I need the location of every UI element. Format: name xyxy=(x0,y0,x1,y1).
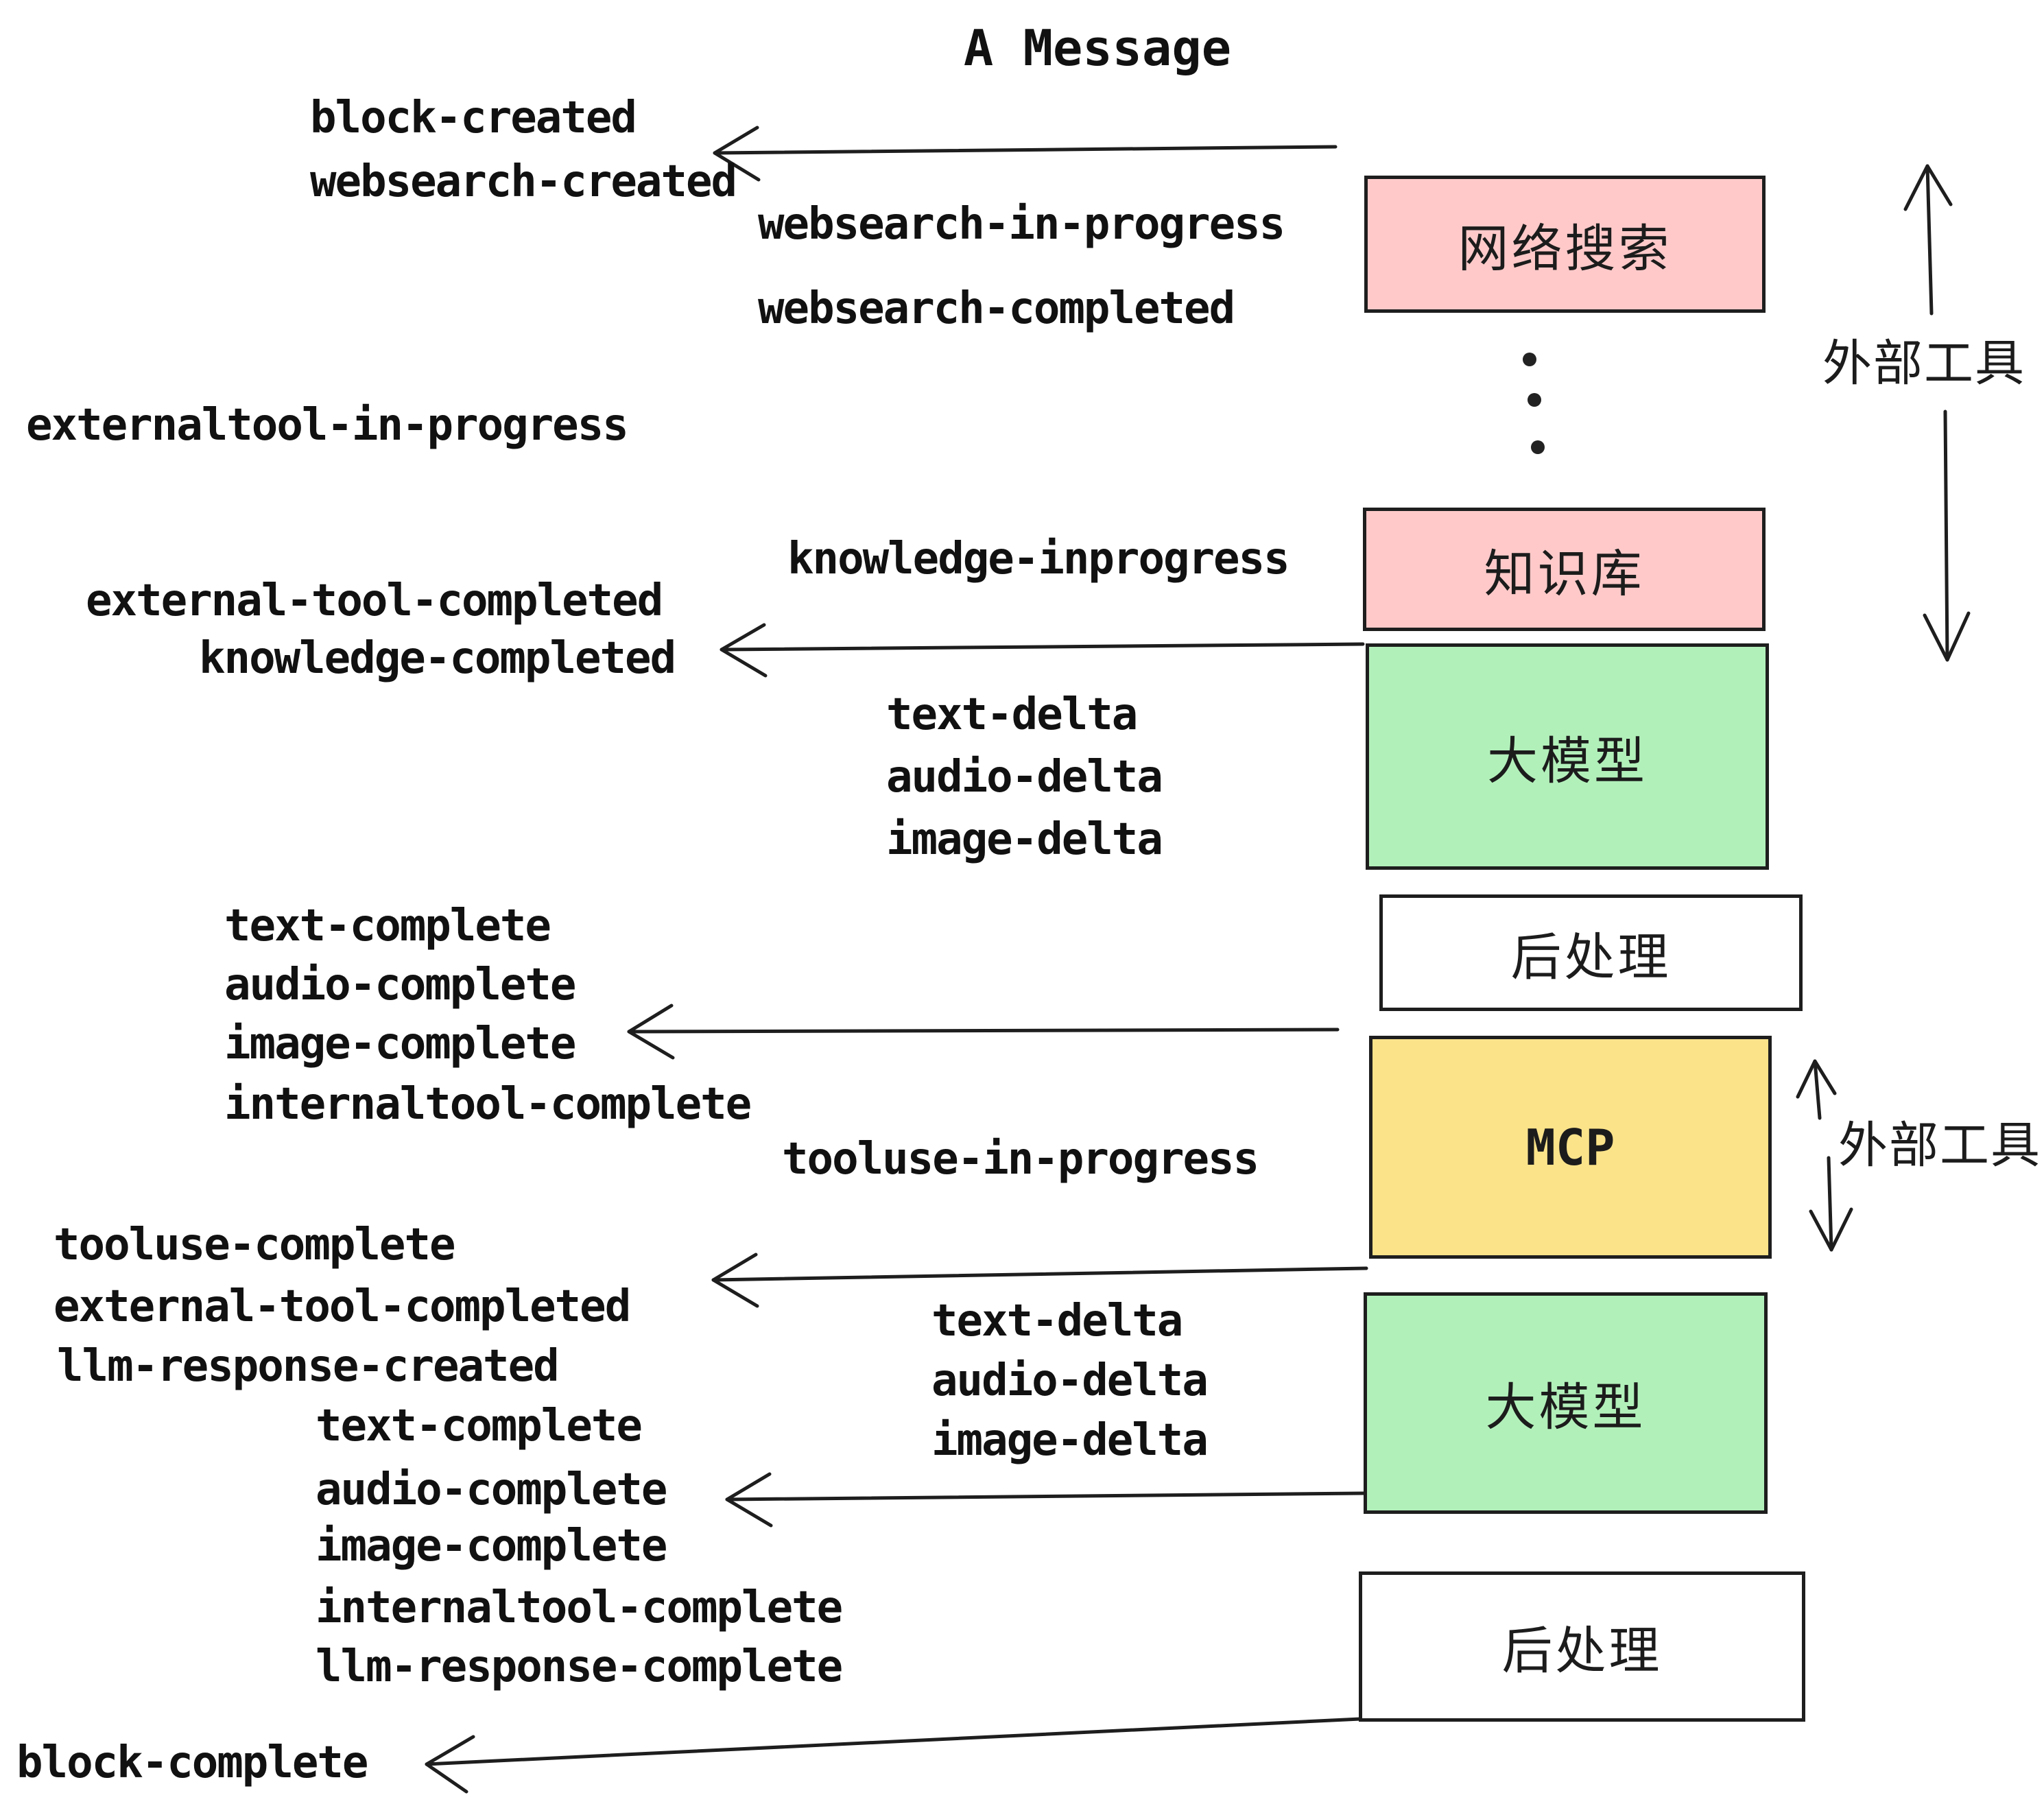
event-websearch-created: websearch-created xyxy=(310,156,737,207)
stage-box-llm-2: 大模型 xyxy=(1364,1292,1768,1514)
vertical-dots-icon xyxy=(1523,353,1545,454)
event-image-delta-2: image-delta xyxy=(931,1415,1209,1466)
event-audio-complete-2: audio-complete xyxy=(316,1464,667,1515)
event-external-tool-completed-2: external-tool-completed xyxy=(54,1281,631,1332)
event-text-complete-1: text-complete xyxy=(224,901,551,951)
event-block-created: block-created xyxy=(310,93,637,143)
event-externaltool-in-progress: externaltool-in-progress xyxy=(26,400,629,451)
stage-box-mcp: MCP xyxy=(1369,1036,1772,1259)
arrow-knowledge-completed xyxy=(720,623,1365,678)
stage-label-websearch: 网络搜索 xyxy=(1458,219,1672,277)
event-text-delta-2: text-delta xyxy=(931,1296,1183,1346)
external-tools-arrow-up-2 xyxy=(1796,1059,1837,1120)
event-llm-response-complete: llm-response-complete xyxy=(316,1641,843,1692)
stage-box-websearch: 网络搜索 xyxy=(1364,176,1766,313)
external-tools-arrow-down-1 xyxy=(1923,410,1971,662)
event-websearch-in-progress: websearch-in-progress xyxy=(758,199,1285,250)
event-audio-delta-1: audio-delta xyxy=(886,752,1163,803)
stage-label-llm-2: 大模型 xyxy=(1485,1379,1646,1436)
stage-label-mcp: MCP xyxy=(1525,1118,1615,1176)
stage-box-postprocess-1: 后处理 xyxy=(1379,894,1803,1011)
event-block-complete: block-complete xyxy=(16,1737,368,1788)
event-text-complete-2: text-complete xyxy=(316,1401,643,1451)
event-image-complete-1: image-complete xyxy=(224,1019,576,1069)
event-image-delta-1: image-delta xyxy=(886,814,1163,865)
event-knowledge-inprogress: knowledge-inprogress xyxy=(787,534,1290,584)
event-internaltool-complete-1: internaltool-complete xyxy=(224,1079,752,1130)
event-text-delta-1: text-delta xyxy=(886,689,1138,740)
external-tools-arrow-up-1 xyxy=(1903,164,1953,316)
arrow-block-created xyxy=(713,126,1338,182)
event-llm-response-created: llm-response-created xyxy=(57,1341,560,1392)
stage-box-postprocess-2: 后处理 xyxy=(1359,1571,1805,1722)
external-tools-label-2: 外部工具 xyxy=(1838,1118,2042,1174)
event-knowledge-completed: knowledge-completed xyxy=(199,633,676,684)
external-tools-arrow-down-2 xyxy=(1809,1156,1853,1252)
stage-label-postprocess-2: 后处理 xyxy=(1501,1622,1663,1679)
event-audio-complete-1: audio-complete xyxy=(224,960,576,1010)
stage-label-llm-1: 大模型 xyxy=(1487,732,1648,790)
event-tooluse-in-progress: tooluse-in-progress xyxy=(782,1134,1259,1185)
event-internaltool-complete-2: internaltool-complete xyxy=(316,1582,843,1633)
stage-label-knowledge: 知识库 xyxy=(1484,545,1645,602)
arrow-tooluse-complete xyxy=(711,1253,1368,1308)
event-audio-delta-2: audio-delta xyxy=(931,1355,1209,1406)
event-image-complete-2: image-complete xyxy=(316,1521,667,1571)
diagram-title: A Message xyxy=(963,19,1232,77)
event-external-tool-completed-1: external-tool-completed xyxy=(86,575,663,626)
event-tooluse-complete: tooluse-complete xyxy=(54,1220,455,1270)
stage-box-llm-1: 大模型 xyxy=(1366,643,1769,870)
event-websearch-completed: websearch-completed xyxy=(758,283,1235,334)
arrow-block-complete xyxy=(425,1717,1362,1794)
stage-label-postprocess-1: 后处理 xyxy=(1510,928,1672,986)
arrow-internal-complete-1 xyxy=(627,1004,1340,1060)
arrow-internal-complete-2 xyxy=(725,1472,1366,1528)
external-tools-label-1: 外部工具 xyxy=(1822,336,2026,392)
stage-box-knowledge: 知识库 xyxy=(1363,508,1766,631)
